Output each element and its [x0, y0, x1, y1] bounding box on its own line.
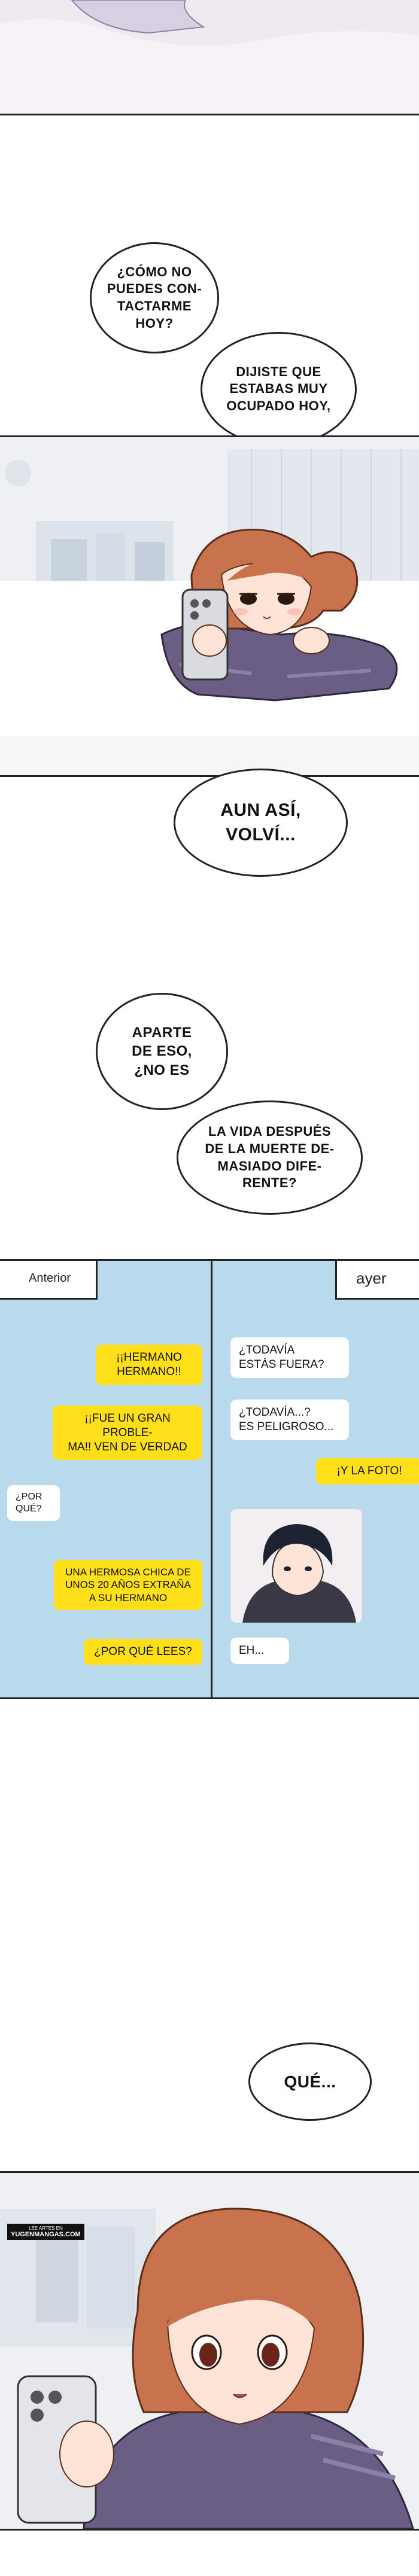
chat-msg-left-4: UNA HERMOSA CHICA DE UNOS 20 AÑOS EXTRAÑ… — [54, 1560, 202, 1610]
girl-panel-1-art — [0, 437, 419, 775]
chat-divider — [211, 1261, 212, 1697]
watermark-line-2: YUGENMANGAS.COM — [11, 2231, 81, 2238]
speech-text-2: DIJISTE QUE ESTABAS MUY OCUPADO HOY, — [226, 364, 331, 413]
speech-text-1: ¿CÓMO NO PUEDES CON- TACTARME HOY? — [107, 264, 202, 331]
speech-text-3: AUN ASÍ, VOLVÍ... — [220, 800, 301, 845]
girl-panel-2: LEE ARTES EN YUGENMANGAS.COM — [0, 2171, 419, 2531]
chat-msg-left-5: ¿POR QUÉ LEES? — [84, 1639, 202, 1665]
speech-bubble-3: AUN ASÍ, VOLVÍ... — [174, 769, 348, 877]
speech-text-5: LA VIDA DESPUÉS DE LA MUERTE DE- MASIADO… — [205, 1124, 335, 1191]
chat-panel: Anterior ayer ¡¡HERMANO HERMANO!! ¡¡FUE … — [0, 1259, 419, 1699]
chat-msg-right-2: ¿TODAVÍA...? ES PELIGROSO... — [230, 1400, 349, 1440]
right-header-label: ayer — [356, 1269, 387, 1287]
speech-text-6: QUÉ... — [284, 2072, 336, 2091]
chat-msg-left-3: ¿POR QUÉ? — [7, 1485, 60, 1521]
watermark: LEE ARTES EN YUGENMANGAS.COM — [7, 2224, 84, 2240]
watermark-line-1: LEE ARTES EN — [28, 2226, 63, 2231]
chat-msg-left-1: ¡¡HERMANO HERMANO!! — [96, 1345, 202, 1385]
right-header-box: ayer — [335, 1261, 419, 1300]
speech-bubble-5: LA VIDA DESPUÉS DE LA MUERTE DE- MASIADO… — [177, 1100, 363, 1215]
top-panel-art — [0, 0, 419, 46]
speech-bubble-4: APARTE DE ESO, ¿NO ES — [96, 993, 228, 1110]
chat-msg-right-4: EH... — [230, 1638, 289, 1664]
chat-msg-right-3: ¡Y LA FOTO! — [316, 1458, 419, 1484]
girl-panel-1 — [0, 435, 419, 777]
speech-bubble-1: ¿CÓMO NO PUEDES CON- TACTARME HOY? — [90, 242, 219, 353]
speech-bubble-6: QUÉ... — [248, 2042, 372, 2121]
speech-bubble-2: DIJISTE QUE ESTABAS MUY OCUPADO HOY, — [201, 332, 357, 446]
chat-msg-left-2: ¡¡FUE UN GRAN PROBLE- MA!! VEN DE VERDAD — [53, 1406, 202, 1461]
chat-photo-message — [230, 1509, 362, 1623]
speech-text-4: APARTE DE ESO, ¿NO ES — [132, 1025, 192, 1078]
left-header-label: Anterior — [29, 1272, 71, 1285]
top-panel — [0, 0, 419, 115]
boy-photo — [230, 1509, 362, 1623]
chat-msg-right-1: ¿TODAVÍA ESTÁS FUERA? — [230, 1337, 349, 1378]
left-header-box: Anterior — [0, 1261, 98, 1300]
